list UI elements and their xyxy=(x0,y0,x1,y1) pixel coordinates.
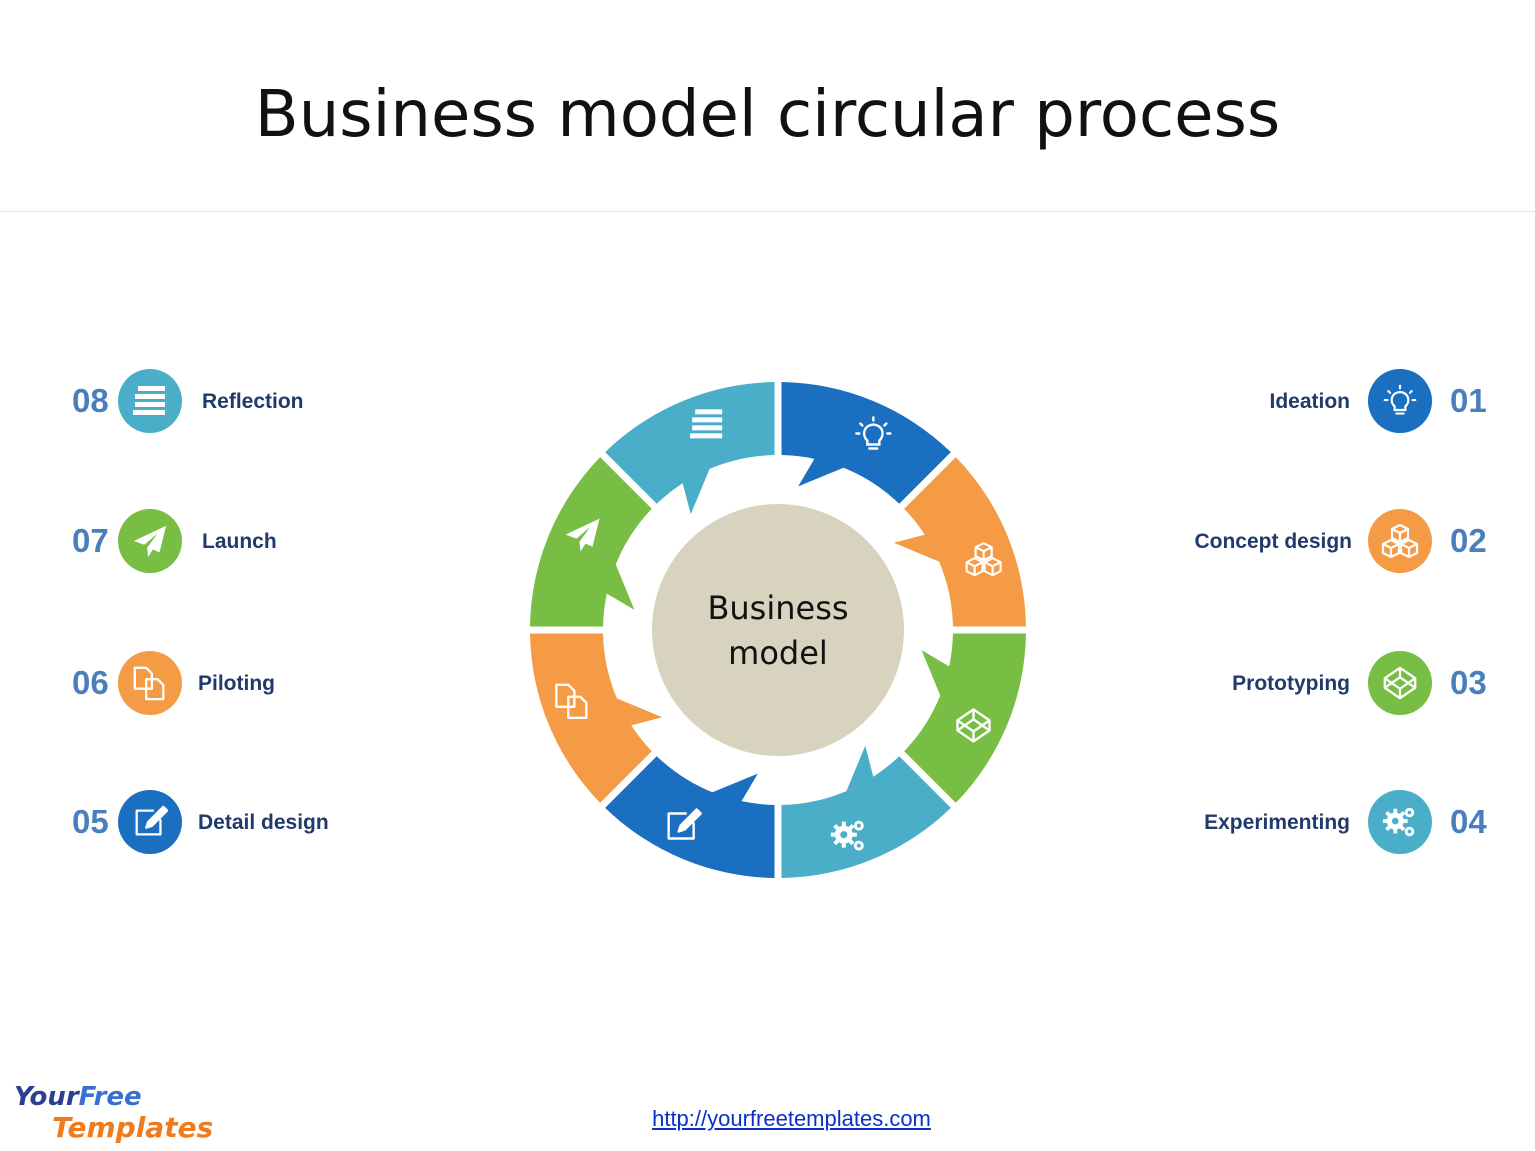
step-number: 03 xyxy=(1450,664,1487,701)
ring-segment-06 xyxy=(530,633,663,803)
step-label: Reflection xyxy=(202,390,304,413)
step-03-legend: Prototyping 03 xyxy=(1180,651,1510,717)
step-number: 04 xyxy=(1450,803,1487,840)
stack-icon xyxy=(118,369,182,433)
ring-segment-02 xyxy=(893,457,1026,627)
step-06-legend: 06 Piloting xyxy=(70,651,400,717)
step-01-legend: Ideation 01 xyxy=(1180,369,1510,435)
ring-segment-03 xyxy=(904,633,1026,803)
center-label: Business model xyxy=(652,586,904,676)
cubes-icon xyxy=(1368,509,1432,573)
step-label: Concept design xyxy=(1194,530,1352,553)
step-number: 07 xyxy=(72,522,109,559)
svg-text:Templates: Templates xyxy=(52,1111,212,1144)
step-label: Experimenting xyxy=(1204,811,1350,834)
step-number: 01 xyxy=(1450,382,1487,419)
paper-plane-icon xyxy=(118,509,182,573)
gears-icon xyxy=(1368,790,1432,854)
documents-icon xyxy=(118,651,182,715)
svg-text:YourFree: YourFree xyxy=(14,1082,142,1112)
footer-link[interactable]: http://yourfreetemplates.com xyxy=(652,1106,931,1131)
title-divider xyxy=(0,211,1535,212)
step-number: 08 xyxy=(72,382,109,419)
step-04-legend: Experimenting 04 xyxy=(1180,790,1510,856)
step-08-legend: 08 Reflection xyxy=(70,369,400,435)
step-07-legend: 07 Launch xyxy=(70,509,400,575)
step-label: Launch xyxy=(202,530,277,553)
step-label: Prototyping xyxy=(1232,672,1350,695)
step-number: 02 xyxy=(1450,522,1487,559)
page-title: Business model circular process xyxy=(254,78,1281,152)
step-label: Detail design xyxy=(198,811,329,834)
ring-segment-08 xyxy=(605,382,775,515)
step-02-legend: Concept design 02 xyxy=(1180,509,1510,575)
step-05-legend: 05 Detail design xyxy=(70,790,400,856)
ring-segment-04 xyxy=(781,745,951,878)
center-label-line2: model xyxy=(728,634,828,672)
step-number: 05 xyxy=(72,803,109,840)
step-number: 06 xyxy=(72,664,109,701)
center-circle xyxy=(652,504,904,756)
yourfreetemplates-logo: YourFree Templates xyxy=(14,1082,212,1144)
lightbulb-icon xyxy=(1368,369,1432,433)
edit-icon xyxy=(118,790,182,854)
codepen-icon xyxy=(1368,651,1432,715)
step-label: Piloting xyxy=(198,672,275,695)
center-label-line1: Business xyxy=(707,589,849,627)
step-label: Ideation xyxy=(1269,390,1350,413)
